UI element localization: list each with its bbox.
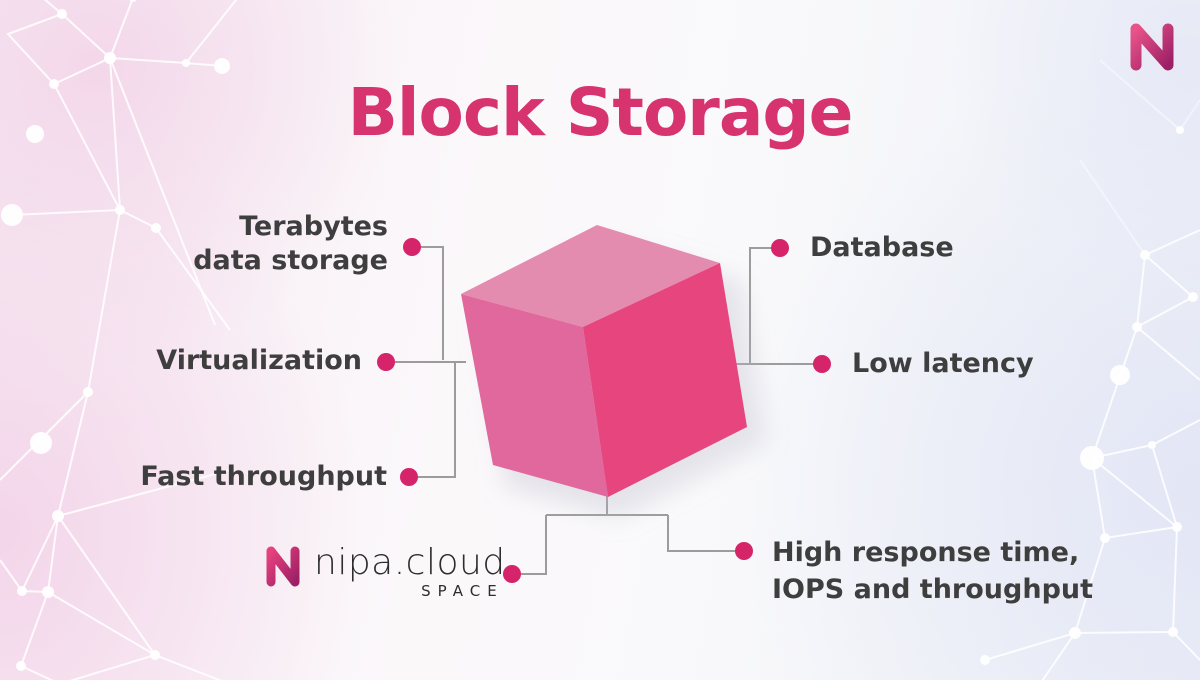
feature-label-line: IOPS and throughput: [772, 574, 1094, 605]
nipa-n-logo-icon: [266, 546, 300, 587]
connector-dot-terabytes: [403, 238, 421, 256]
nipa-cloud-logo: nipa.cloud SPACE: [263, 541, 506, 600]
feature-label-low-latency: Low latency: [852, 348, 1034, 379]
cube-left-face: [461, 294, 608, 497]
brand-name: nipa.cloud: [314, 542, 506, 583]
connector-dots: [377, 238, 831, 583]
connector-dot-low-latency: [813, 355, 831, 373]
nipa-n-logo-icon: [1130, 23, 1174, 71]
nipa-cloud-logo-text: nipa.cloud SPACE: [314, 541, 506, 600]
connector-dot-nipa: [503, 565, 521, 583]
feature-label-database: Database: [810, 232, 954, 263]
connector-line-fast-throughput: [409, 362, 456, 478]
cube-right-face: [583, 263, 747, 497]
feature-label-high-response: High response time, IOPS and throughput: [772, 534, 1093, 608]
brand-tagline: SPACE: [421, 582, 504, 600]
connector-dot-database: [771, 239, 789, 257]
cube-top-face: [461, 225, 720, 327]
feature-label-line: data storage: [193, 245, 388, 276]
feature-label-fast-throughput: Fast throughput: [140, 461, 387, 492]
connector-dot-virtualization: [377, 353, 395, 371]
feature-label-line: Terabytes: [239, 211, 388, 242]
connector-line-database: [749, 247, 780, 364]
connector-dot-fast-throughput: [400, 468, 418, 486]
feature-label-line: High response time,: [772, 537, 1080, 568]
connector-dot-high-response: [735, 542, 753, 560]
page-title: Block Storage: [347, 74, 854, 151]
connector-line-terabytes: [412, 246, 444, 360]
feature-label-virtualization: Virtualization: [156, 345, 362, 376]
feature-label-terabytes-data-storage: Terabytes data storage: [193, 210, 388, 278]
